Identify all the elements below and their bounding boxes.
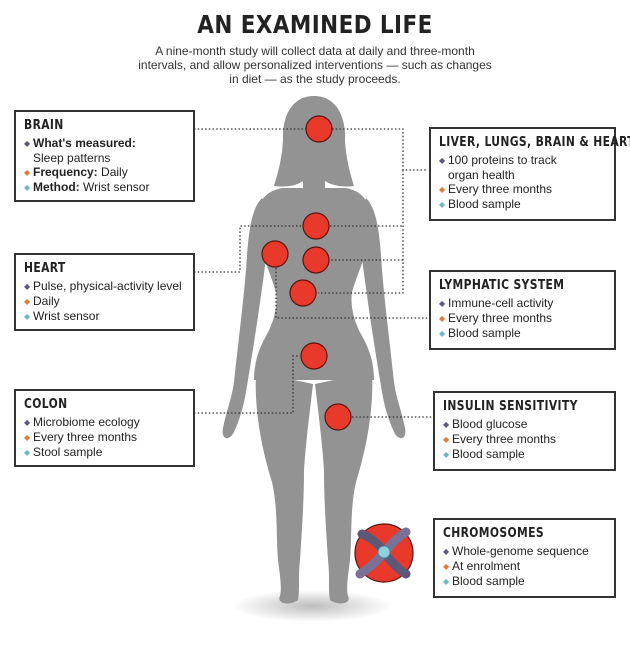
page-title: AN EXAMINED LIFE xyxy=(197,10,433,39)
box-title: COLON xyxy=(24,397,68,412)
diamond-bullet-icon: ◆ xyxy=(24,418,31,427)
value-frequency: Every three months xyxy=(448,311,553,325)
diamond-bullet-icon: ◆ xyxy=(439,299,446,308)
value-measured: 100 proteins to track xyxy=(448,153,557,167)
lymphatic-system-box: LYMPHATIC SYSTEM ◆Immune-cell activity ◆… xyxy=(429,270,616,350)
diamond-bullet-icon: ◆ xyxy=(24,448,31,457)
value-frequency: Every three months xyxy=(452,432,557,446)
label-method: Method: xyxy=(33,180,80,194)
diamond-bullet-icon: ◆ xyxy=(24,297,31,306)
diamond-bullet-icon: ◆ xyxy=(443,450,450,459)
value-measured: Sleep patterns xyxy=(33,151,111,165)
diamond-bullet-icon: ◆ xyxy=(443,547,450,556)
value-method: Blood sample xyxy=(452,574,525,588)
value-measured-continued: organ health xyxy=(448,168,515,182)
pancreas-dot xyxy=(324,403,352,431)
diamond-bullet-icon: ◆ xyxy=(24,183,31,192)
diamond-bullet-icon: ◆ xyxy=(443,562,450,571)
value-measured: Immune-cell activity xyxy=(448,296,554,310)
value-measured: Microbiome ecology xyxy=(33,415,140,429)
label-frequency: Frequency: xyxy=(33,165,98,179)
liver-dot xyxy=(302,246,330,274)
value-method: Stool sample xyxy=(33,445,103,459)
box-title: BRAIN xyxy=(24,118,64,133)
organ-dots xyxy=(261,115,352,431)
diamond-bullet-icon: ◆ xyxy=(443,420,450,429)
value-frequency: Daily xyxy=(33,294,60,308)
heart-dot xyxy=(261,240,289,268)
value-method: Blood sample xyxy=(448,326,521,340)
brain-box: BRAIN ◆ What's measured: Sleep patterns … xyxy=(14,110,195,202)
diamond-bullet-icon: ◆ xyxy=(439,314,446,323)
floor-shadow xyxy=(232,590,392,622)
stomach-dot xyxy=(289,279,317,307)
colon-box: COLON ◆Microbiome ecology ◆Every three m… xyxy=(14,389,195,467)
label-measured: What's measured: xyxy=(33,136,136,150)
value-method: Blood sample xyxy=(448,197,521,211)
value-measured: Pulse, physical-activity level xyxy=(33,279,182,293)
colon-dot xyxy=(300,342,328,370)
value-measured: Blood glucose xyxy=(452,417,528,431)
box-title: LYMPHATIC SYSTEM xyxy=(439,278,565,293)
diamond-bullet-icon: ◆ xyxy=(439,200,446,209)
value-method: Wrist sensor xyxy=(83,180,150,194)
box-title: LIVER, LUNGS, BRAIN & HEART xyxy=(439,135,630,150)
diamond-bullet-icon: ◆ xyxy=(439,329,446,338)
diamond-bullet-icon: ◆ xyxy=(439,156,446,165)
page-subtitle: A nine-month study will collect data at … xyxy=(138,44,492,86)
diamond-bullet-icon: ◆ xyxy=(443,435,450,444)
diamond-bullet-icon: ◆ xyxy=(24,168,31,177)
diamond-bullet-icon: ◆ xyxy=(24,139,31,148)
lung-dot xyxy=(302,212,330,240)
diamond-bullet-icon: ◆ xyxy=(439,185,446,194)
chromosomes-box: CHROMOSOMES ◆Whole-genome sequence ◆At e… xyxy=(433,518,616,598)
diamond-bullet-icon: ◆ xyxy=(443,577,450,586)
liver-lungs-brain-heart-box: LIVER, LUNGS, BRAIN & HEART ◆100 protein… xyxy=(429,127,630,221)
diamond-bullet-icon: ◆ xyxy=(24,282,31,291)
box-title: CHROMOSOMES xyxy=(443,526,544,541)
connector-lines xyxy=(194,128,432,418)
insulin-sensitivity-box: INSULIN SENSITIVITY ◆Blood glucose ◆Ever… xyxy=(433,391,616,471)
value-frequency: Every three months xyxy=(33,430,138,444)
value-frequency: At enrolment xyxy=(452,559,521,573)
value-frequency: Daily xyxy=(101,165,128,179)
value-frequency: Every three months xyxy=(448,182,553,196)
diamond-bullet-icon: ◆ xyxy=(24,433,31,442)
value-measured: Whole-genome sequence xyxy=(452,544,589,558)
diamond-bullet-icon: ◆ xyxy=(24,312,31,321)
chromosome-icon xyxy=(354,523,414,583)
box-title: INSULIN SENSITIVITY xyxy=(443,399,578,414)
value-method: Wrist sensor xyxy=(33,309,100,323)
value-method: Blood sample xyxy=(452,447,525,461)
box-title: HEART xyxy=(24,261,66,276)
heart-box: HEART ◆Pulse, physical-activity level ◆D… xyxy=(14,253,195,331)
brain-dot xyxy=(305,115,333,143)
